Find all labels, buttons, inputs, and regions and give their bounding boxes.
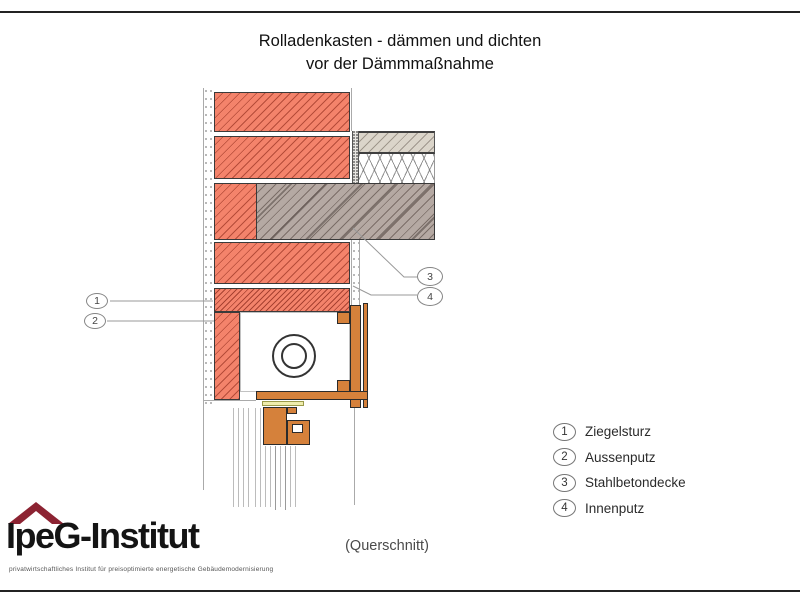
legend-number-icon: 3	[553, 473, 576, 492]
concrete-slab	[256, 183, 435, 240]
callout-4: 4	[417, 287, 443, 306]
title-line-2: vor der Dämmmaßnahme	[306, 55, 494, 73]
inner-plaster-layer	[351, 240, 360, 312]
page-title: Rolladenkasten - dämmen und dichten vor …	[0, 30, 800, 76]
legend-label: Stahlbetondecke	[585, 475, 686, 491]
legend-item-stahlbetondecke: 3 Stahlbetondecke	[553, 470, 686, 496]
callout-2: 2	[84, 313, 106, 329]
legend-item-aussenputz: 2 Aussenputz	[553, 445, 686, 471]
frame-profile-notch	[292, 424, 303, 433]
roller-shutter-box	[240, 312, 350, 392]
title-line-1: Rolladenkasten - dämmen und dichten	[258, 32, 542, 50]
impact-insulation-layer	[359, 154, 435, 183]
legend-item-ziegelsturz: 1 Ziegelsturz	[553, 419, 686, 445]
screed-layer	[359, 131, 435, 154]
seal-strip	[262, 401, 304, 406]
brick-block	[214, 242, 350, 284]
box-mounting-tab-top	[337, 312, 350, 324]
top-border-line	[0, 11, 800, 13]
legend-label: Aussenputz	[585, 449, 656, 465]
legend-number: 2	[561, 451, 568, 464]
brick-block	[214, 136, 350, 179]
roller-shaft-inner-circle	[281, 343, 307, 369]
legend-number: 1	[561, 425, 568, 438]
callout-2-number: 2	[92, 315, 98, 327]
legend-number: 4	[561, 502, 568, 515]
brick-block	[214, 92, 350, 132]
callout-3-number: 3	[427, 270, 433, 283]
legend-item-innenputz: 4 Innenputz	[553, 496, 686, 522]
brick-block-stub	[214, 183, 258, 240]
callout-3: 3	[417, 267, 443, 286]
bottom-border-line	[0, 590, 800, 592]
window-frame-profile	[263, 407, 287, 445]
logo-wordmark: IpeG-Institut	[6, 515, 200, 556]
legend-number: 3	[561, 476, 568, 489]
inner-plaster-strip-upper	[352, 131, 359, 183]
legend: 1 Ziegelsturz 2 Aussenputz 3 Stahlbetond…	[553, 419, 686, 521]
legend-number-icon: 4	[553, 499, 576, 518]
outer-plaster-layer	[203, 88, 214, 405]
box-bottom-panel	[256, 391, 368, 400]
callout-4-number: 4	[427, 290, 433, 303]
window-frame-tab	[287, 407, 297, 414]
brick-pier-beside-box	[214, 312, 240, 400]
legend-number-icon: 2	[553, 448, 576, 467]
box-side-panel	[350, 305, 361, 408]
box-side-panel-outer	[363, 303, 368, 408]
legend-label: Innenputz	[585, 500, 645, 516]
callout-1-number: 1	[94, 295, 100, 307]
section-caption: (Querschnitt)	[345, 538, 429, 554]
legend-number-icon: 1	[553, 422, 576, 441]
brick-lintel	[214, 288, 350, 312]
legend-label: Ziegelsturz	[585, 424, 652, 440]
callout-1: 1	[86, 293, 108, 309]
logo-tagline: privatwirtschaftliches Institut für prei…	[9, 566, 274, 573]
